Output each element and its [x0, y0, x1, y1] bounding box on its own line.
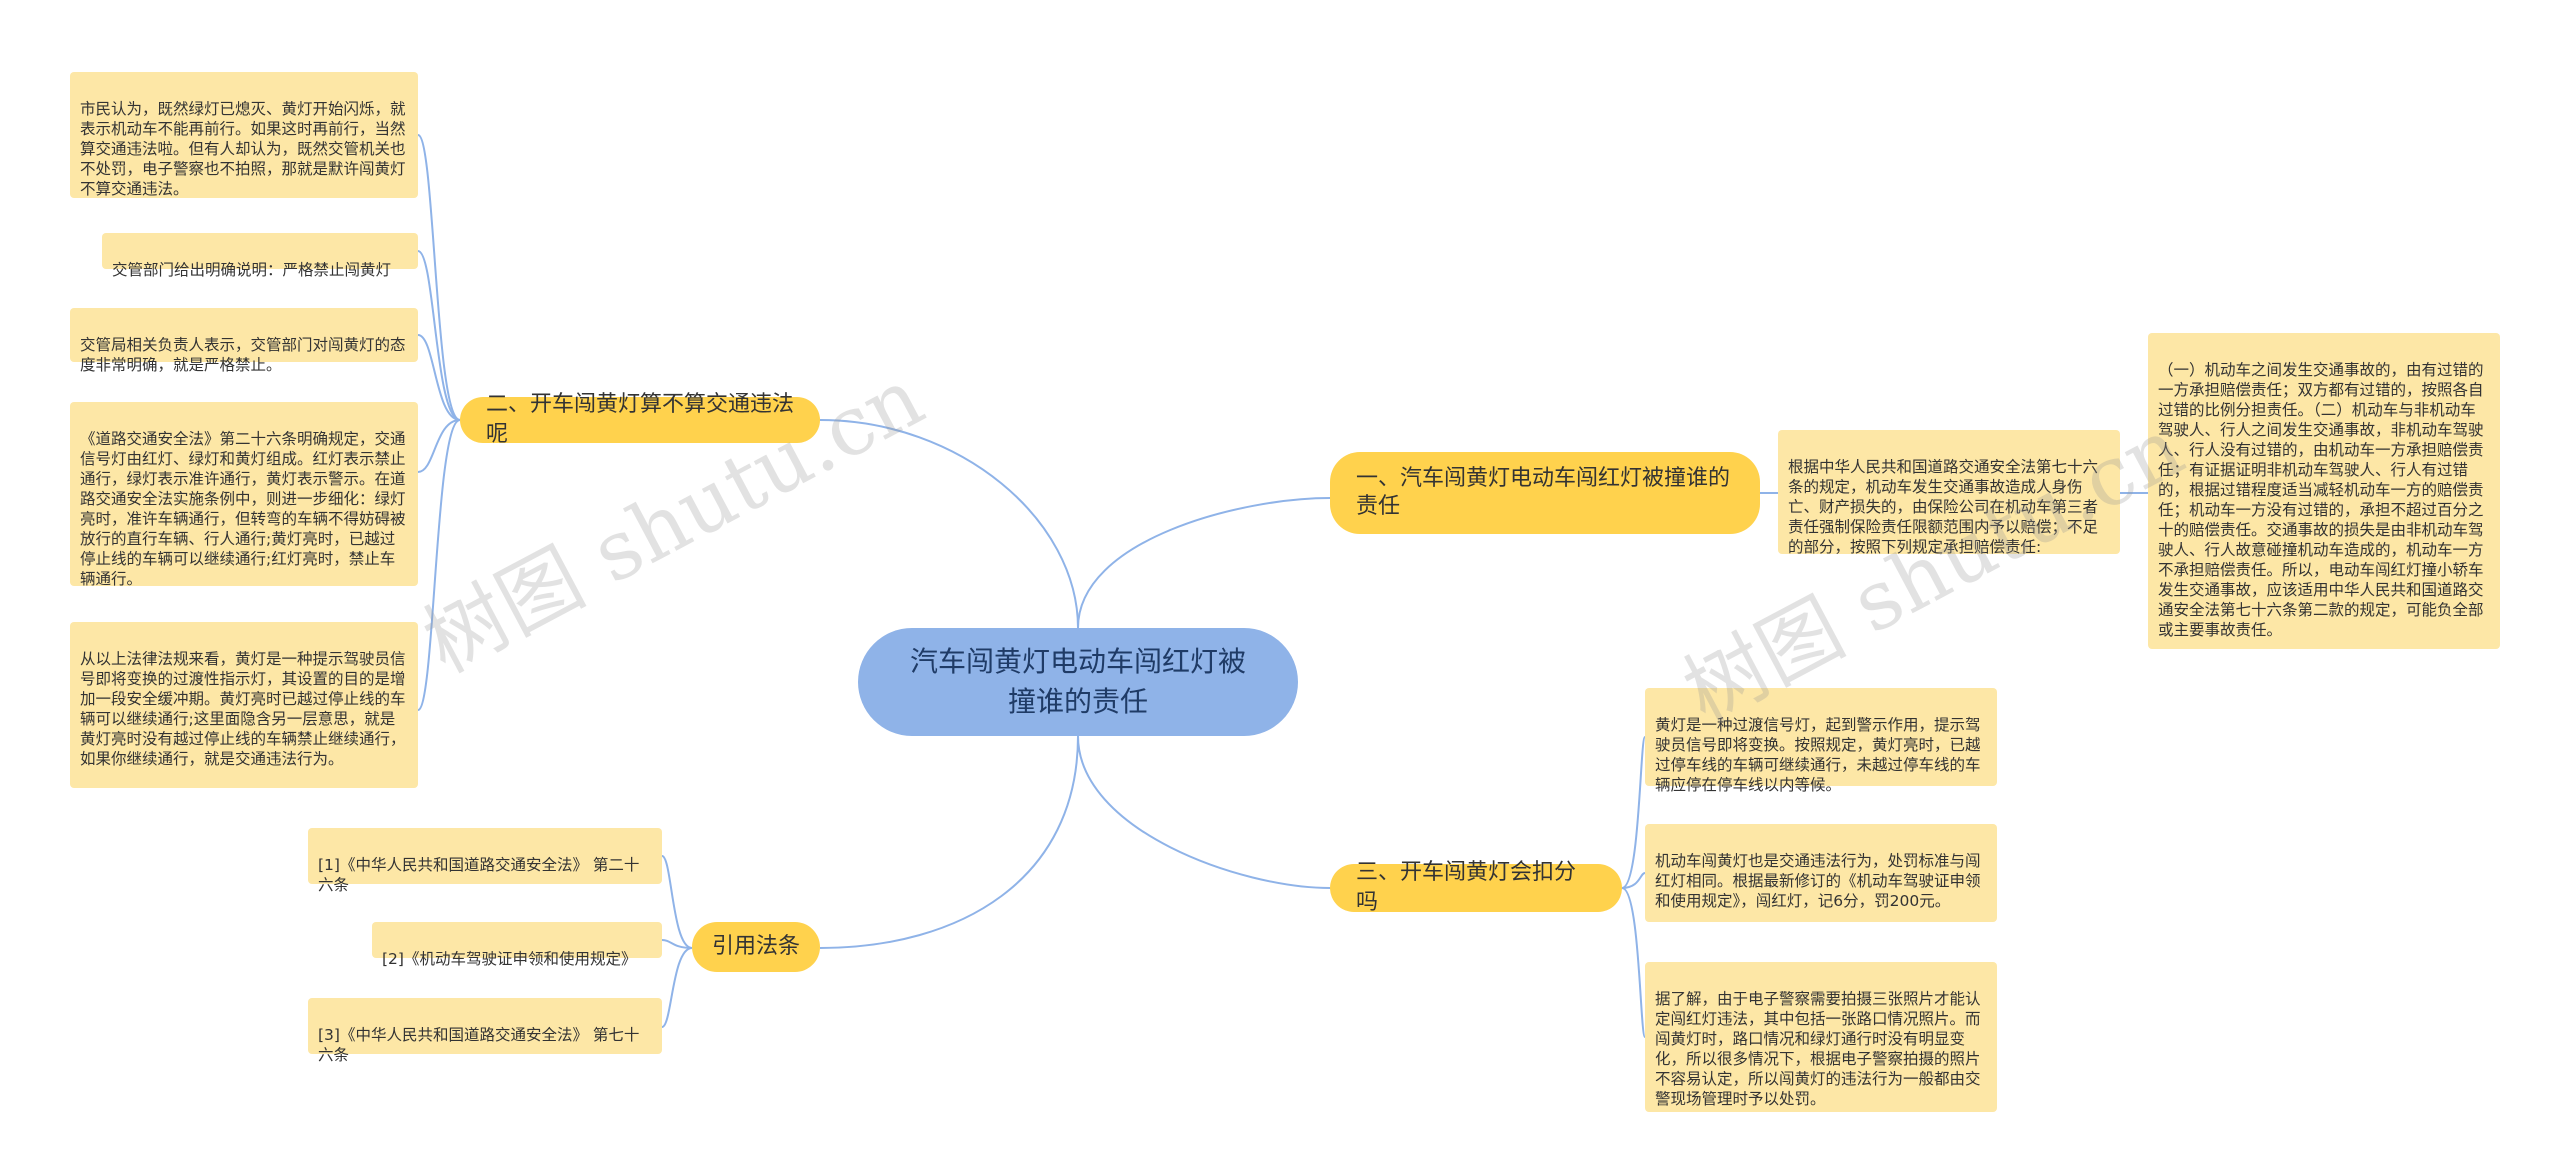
branch-cited-laws[interactable]: 引用法条 [692, 922, 820, 972]
branch-yellow-light-violation-label: 二、开车闯黄灯算不算交通违法呢 [486, 392, 795, 447]
central-topic-label: 汽车闯黄灯电动车闯红灯被撞谁的责任 [909, 645, 1246, 718]
branch-penalty-points[interactable]: 三、开车闯黄灯会扣分吗 [1330, 860, 1622, 915]
central-topic[interactable]: 汽车闯黄灯电动车闯红灯被撞谁的责任 [858, 628, 1298, 736]
leaf-article-26[interactable]: 《道路交通安全法》第二十六条明确规定，交通信号灯由红灯、绿灯和黄灯组成。红灯表示… [70, 402, 418, 588]
leaf-yellow-light-definition[interactable]: 黄灯是一种过渡信号灯，起到警示作用，提示驾驶员信号即将变换。按照规定，黄灯亮时，… [1645, 688, 1997, 794]
leaf-penalty-standard[interactable]: 机动车闯黄灯也是交通违法行为，处罚标准与闯红灯相同。根据最新修订的《机动车驾驶证… [1645, 824, 1997, 922]
leaf-traffic-dept-statement[interactable]: 交管部门给出明确说明：严格禁止闯黄灯 [102, 233, 418, 279]
leaf-legal-conclusion[interactable]: 从以上法律法规来看，黄灯是一种提示驾驶员信号即将变换的过渡性指示灯，其设置的目的… [70, 622, 418, 788]
leaf-citizen-opinion[interactable]: 市民认为，既然绿灯已熄灭、黄灯开始闪烁，就表示机动车不能再前行。如果这时再前行，… [70, 72, 418, 198]
leaf-liability-rules[interactable]: （一）机动车之间发生交通事故的，由有过错的一方承担赔偿责任；双方都有过错的，按照… [2148, 333, 2500, 649]
leaf-citation-2[interactable]: [2]《机动车驾驶证申领和使用规定》 [372, 922, 662, 968]
branch-penalty-points-label: 三、开车闯黄灯会扣分吗 [1356, 860, 1577, 915]
branch-responsibility-label: 一、汽车闯黄灯电动车闯红灯被撞谁的责任 [1356, 466, 1731, 519]
branch-yellow-light-violation[interactable]: 二、开车闯黄灯算不算交通违法呢 [460, 392, 820, 447]
leaf-citation-3[interactable]: [3]《中华人民共和国道路交通安全法》 第七十六条 [308, 998, 662, 1064]
leaf-official-attitude[interactable]: 交管局相关负责人表示，交管部门对闯黄灯的态度非常明确，就是严格禁止。 [70, 308, 418, 374]
leaf-electronic-police[interactable]: 据了解，由于电子警察需要拍摄三张照片才能认定闯红灯违法，其中包括一张路口情况照片… [1645, 962, 1997, 1112]
leaf-citation-1[interactable]: [1]《中华人民共和国道路交通安全法》 第二十六条 [308, 828, 662, 894]
branch-responsibility[interactable]: 一、汽车闯黄灯电动车闯红灯被撞谁的责任 [1330, 452, 1760, 534]
branch-cited-laws-label: 引用法条 [711, 934, 800, 959]
leaf-law-article-76[interactable]: 根据中华人民共和国道路交通安全法第七十六条的规定，机动车发生交通事故造成人身伤亡… [1778, 430, 2120, 556]
